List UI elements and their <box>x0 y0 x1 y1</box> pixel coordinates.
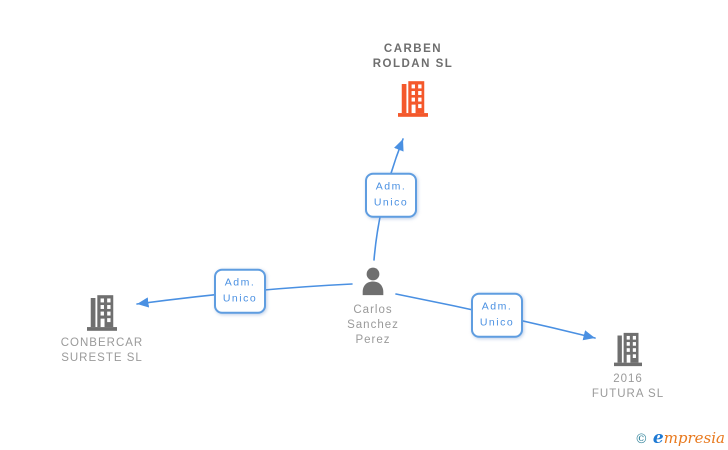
company-name: CARBEN ROLDAN SL <box>372 43 454 71</box>
node-carlos-sanchez-perez[interactable]: Carlos Sanchez Perez <box>340 266 406 349</box>
person-name: Carlos Sanchez Perez <box>347 304 399 347</box>
node-carben-roldan-sl[interactable]: CARBEN ROLDAN SL <box>368 42 458 118</box>
building-icon <box>614 332 642 367</box>
edge-label-adm-unico: Adm. Unico <box>471 292 523 338</box>
edge-label-adm-unico: Adm. Unico <box>365 172 417 218</box>
person-icon <box>362 267 384 296</box>
company-name: 2016 FUTURA SL <box>591 373 665 401</box>
company-name: CONBERCAR SURESTE SL <box>60 337 144 365</box>
building-icon <box>87 295 117 331</box>
building-icon <box>398 81 428 118</box>
brand-name: mpresia <box>663 429 725 447</box>
edge-label-adm-unico: Adm. Unico <box>214 268 266 314</box>
node-2016-futura-sl[interactable]: 2016 FUTURA SL <box>588 332 668 402</box>
node-conbercar-sureste-sl[interactable]: CONBERCAR SURESTE SL <box>59 295 145 366</box>
copyright-icon: © <box>634 432 648 447</box>
empresia-logo: © empresia <box>635 428 725 448</box>
brand-initial: e <box>652 428 664 448</box>
